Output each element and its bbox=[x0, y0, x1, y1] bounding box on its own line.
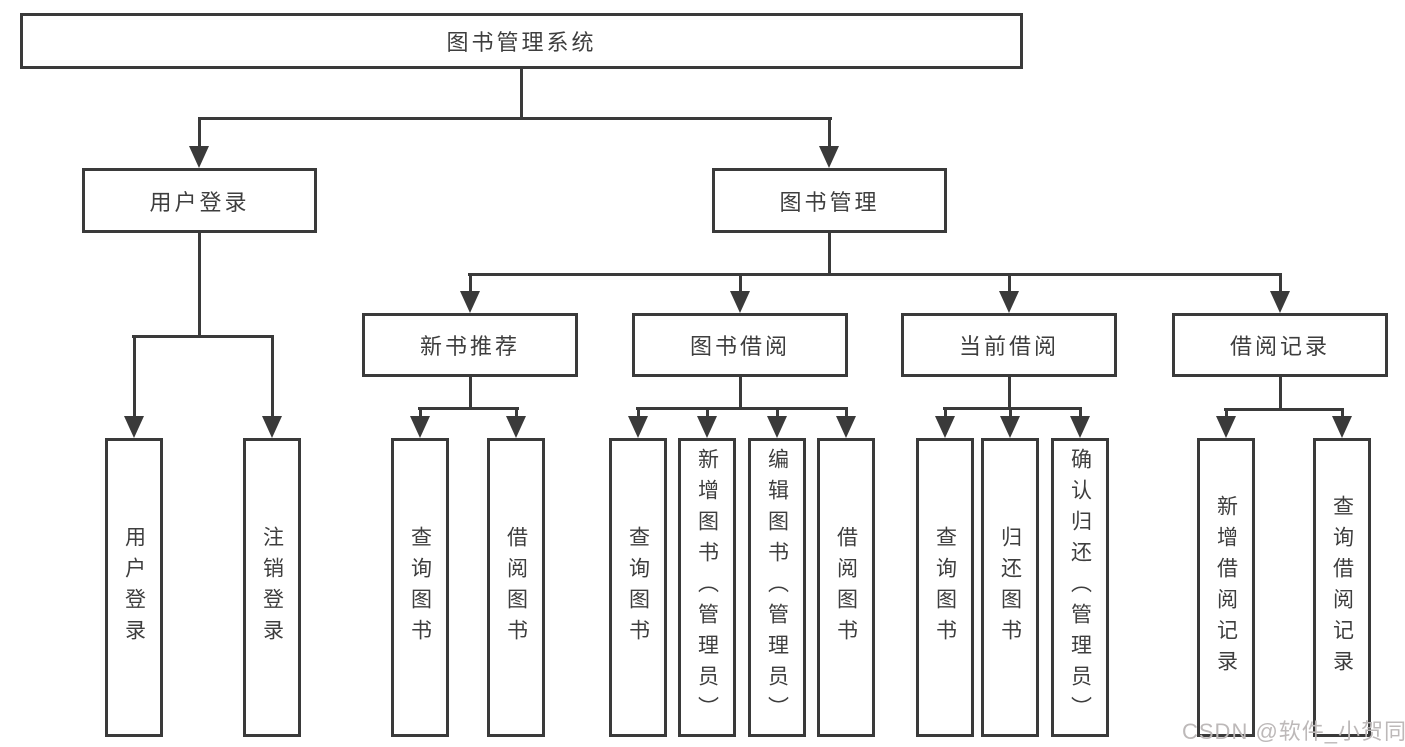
connector-line bbox=[739, 377, 742, 407]
arrow-down-icon bbox=[836, 416, 856, 438]
arrow-down-icon bbox=[1332, 416, 1352, 438]
arrow-down-icon bbox=[819, 146, 839, 168]
node-label: 图书管理系统 bbox=[446, 30, 597, 55]
arrow-down-icon bbox=[506, 416, 526, 438]
node-label: 图书借阅 bbox=[689, 334, 790, 359]
connector-line bbox=[1009, 407, 1012, 417]
connector-line bbox=[739, 273, 742, 292]
node-label: 查询借阅记录 bbox=[1330, 494, 1354, 681]
arrow-down-icon bbox=[1216, 416, 1236, 438]
arrow-down-icon bbox=[1270, 291, 1290, 313]
leaf-query-books-recommend: 查询图书 bbox=[391, 438, 449, 737]
node-book-borrowing: 图书借阅 bbox=[632, 313, 848, 377]
node-label: 借阅图书 bbox=[834, 525, 858, 650]
arrow-down-icon bbox=[124, 416, 144, 438]
leaf-return-books: 归还图书 bbox=[981, 438, 1039, 737]
connector-line bbox=[520, 68, 523, 117]
arrow-down-icon bbox=[999, 291, 1019, 313]
leaf-confirm-return-admin: 确认归还（管理员） bbox=[1051, 438, 1109, 737]
connector-line bbox=[828, 117, 831, 147]
arrow-down-icon bbox=[1070, 416, 1090, 438]
leaf-add-books-admin: 新增图书（管理员） bbox=[678, 438, 736, 737]
node-label: 归还图书 bbox=[998, 525, 1022, 650]
connector-line bbox=[418, 407, 519, 410]
connector-line bbox=[637, 407, 640, 417]
connector-line bbox=[1224, 408, 1344, 411]
connector-line bbox=[419, 407, 422, 417]
connector-line bbox=[1341, 408, 1344, 417]
leaf-borrow-books: 借阅图书 bbox=[817, 438, 875, 737]
connector-line bbox=[198, 117, 832, 120]
arrow-down-icon bbox=[935, 416, 955, 438]
connector-line bbox=[1279, 377, 1282, 408]
arrow-down-icon bbox=[410, 416, 430, 438]
leaf-query-books-current: 查询图书 bbox=[916, 438, 974, 737]
node-label: 借阅记录 bbox=[1229, 334, 1330, 359]
arrow-down-icon bbox=[1000, 416, 1020, 438]
leaf-borrow-books-recommend: 借阅图书 bbox=[487, 438, 545, 737]
arrow-down-icon bbox=[730, 291, 750, 313]
leaf-logout: 注销登录 bbox=[243, 438, 301, 737]
leaf-edit-books-admin: 编辑图书（管理员） bbox=[748, 438, 806, 737]
connector-line bbox=[776, 407, 779, 417]
node-new-book-recommendation: 新书推荐 bbox=[362, 313, 578, 377]
node-label: 图书管理 bbox=[779, 189, 880, 215]
connector-line bbox=[706, 407, 709, 417]
node-label: 新增图书（管理员） bbox=[695, 448, 719, 727]
connector-line bbox=[133, 335, 136, 417]
arrow-down-icon bbox=[262, 416, 282, 438]
connector-line bbox=[944, 407, 947, 417]
connector-line bbox=[198, 117, 201, 147]
leaf-query-borrow-record: 查询借阅记录 bbox=[1313, 438, 1371, 737]
connector-line bbox=[469, 377, 472, 407]
connector-line bbox=[1225, 408, 1228, 417]
node-borrowing-records: 借阅记录 bbox=[1172, 313, 1388, 377]
csdn-watermark: CSDN @软件_小贺同学 bbox=[1182, 719, 1405, 744]
leaf-user-login: 用户登录 bbox=[105, 438, 163, 737]
arrow-down-icon bbox=[767, 416, 787, 438]
leaf-add-borrow-record: 新增借阅记录 bbox=[1197, 438, 1255, 737]
node-label: 编辑图书（管理员） bbox=[765, 448, 789, 727]
connector-line bbox=[1008, 273, 1011, 292]
node-label: 查询图书 bbox=[933, 525, 957, 650]
node-label: 用户登录 bbox=[122, 525, 146, 650]
connector-line bbox=[1279, 273, 1282, 292]
connector-line bbox=[636, 407, 848, 410]
arrow-down-icon bbox=[697, 416, 717, 438]
node-label: 查询图书 bbox=[626, 525, 650, 650]
node-user-login: 用户登录 bbox=[82, 168, 317, 233]
node-label: 当前借阅 bbox=[958, 334, 1059, 359]
node-label: 新增借阅记录 bbox=[1214, 494, 1238, 681]
node-label: 注销登录 bbox=[260, 525, 284, 650]
node-label: 借阅图书 bbox=[504, 525, 528, 650]
connector-line bbox=[271, 335, 274, 417]
connector-line bbox=[828, 233, 831, 273]
connector-line bbox=[943, 407, 1082, 410]
node-label: 新书推荐 bbox=[419, 334, 520, 359]
connector-line bbox=[515, 407, 518, 417]
leaf-query-books-borrow: 查询图书 bbox=[609, 438, 667, 737]
connector-line bbox=[1079, 407, 1082, 417]
node-book-management: 图书管理 bbox=[712, 168, 947, 233]
arrow-down-icon bbox=[628, 416, 648, 438]
node-current-borrowing: 当前借阅 bbox=[901, 313, 1117, 377]
node-label: 查询图书 bbox=[408, 525, 432, 650]
connector-line bbox=[845, 407, 848, 417]
connector-line bbox=[198, 233, 201, 336]
connector-line bbox=[468, 273, 1282, 276]
arrow-down-icon bbox=[460, 291, 480, 313]
connector-line bbox=[132, 335, 274, 338]
node-label: 用户登录 bbox=[149, 189, 250, 215]
arrow-down-icon bbox=[189, 146, 209, 168]
connector-line bbox=[469, 273, 472, 292]
node-label: 确认归还（管理员） bbox=[1068, 448, 1092, 727]
node-library-management-system: 图书管理系统 bbox=[20, 13, 1023, 69]
connector-line bbox=[1008, 377, 1011, 407]
